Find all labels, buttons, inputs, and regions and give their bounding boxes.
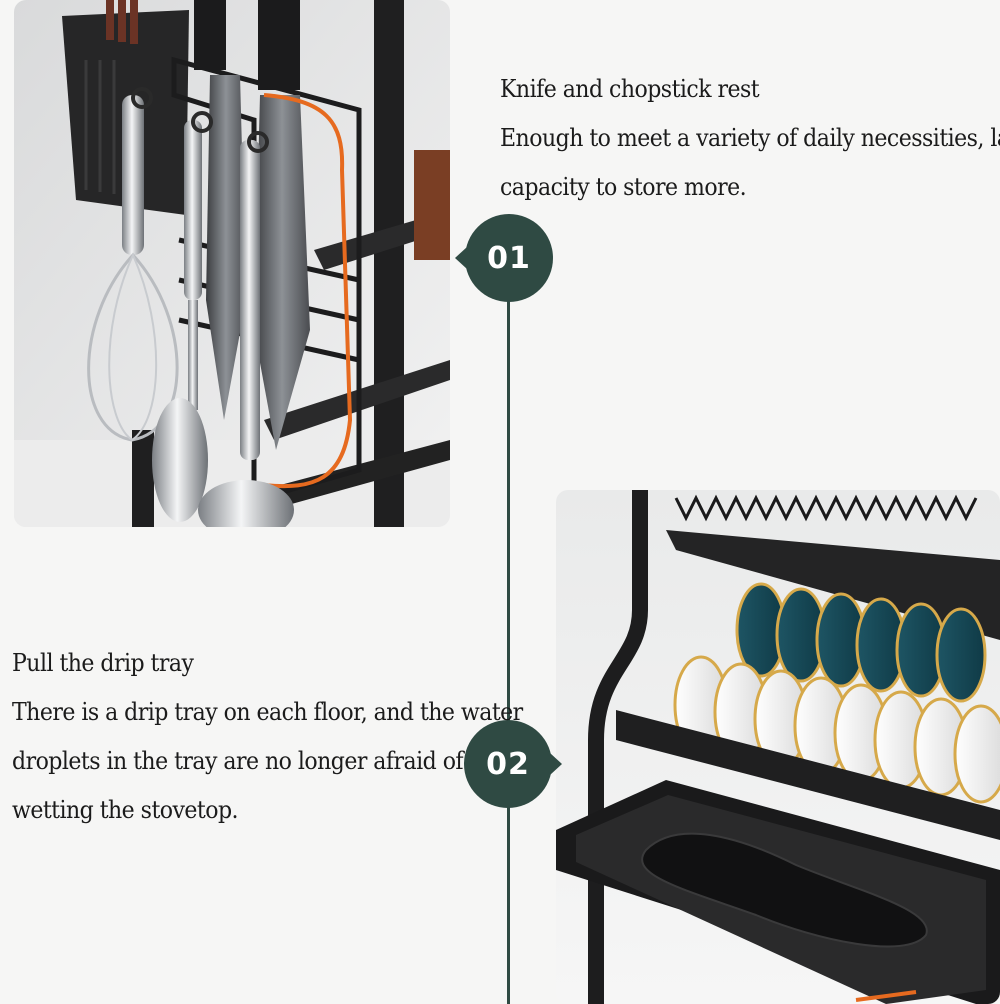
knife-holder-illustration [14, 0, 450, 527]
feature-title: Pull the drip tray [12, 648, 194, 677]
step-badge-01: 01 [455, 214, 553, 302]
feature-description-line: Enough to meet a variety of daily necess… [500, 123, 1000, 152]
badge-pointer-left [455, 247, 467, 269]
drip-tray-illustration [556, 490, 1000, 1004]
feature-knife-rest: Knife and chopstick rest Enough to meet … [500, 64, 1000, 211]
feature-description-line: wetting the stovetop. [12, 795, 239, 824]
feature-description-line: droplets in the tray are no longer afrai… [12, 746, 464, 775]
step-number: 01 [487, 240, 531, 276]
badge-pointer-right [550, 753, 562, 775]
feature-title: Knife and chopstick rest [500, 74, 760, 103]
timeline-line-upper [507, 290, 510, 728]
step-badge-02: 02 [464, 720, 562, 808]
feature-drip-tray: Pull the drip tray There is a drip tray … [12, 638, 523, 834]
step-number: 02 [486, 746, 530, 782]
timeline-line-lower [507, 800, 510, 1004]
knife-holder-photo [14, 0, 450, 527]
feature-description-line: capacity to store more. [500, 172, 747, 201]
drip-tray-photo [556, 490, 1000, 1004]
feature-description-line: There is a drip tray on each floor, and … [12, 697, 523, 726]
